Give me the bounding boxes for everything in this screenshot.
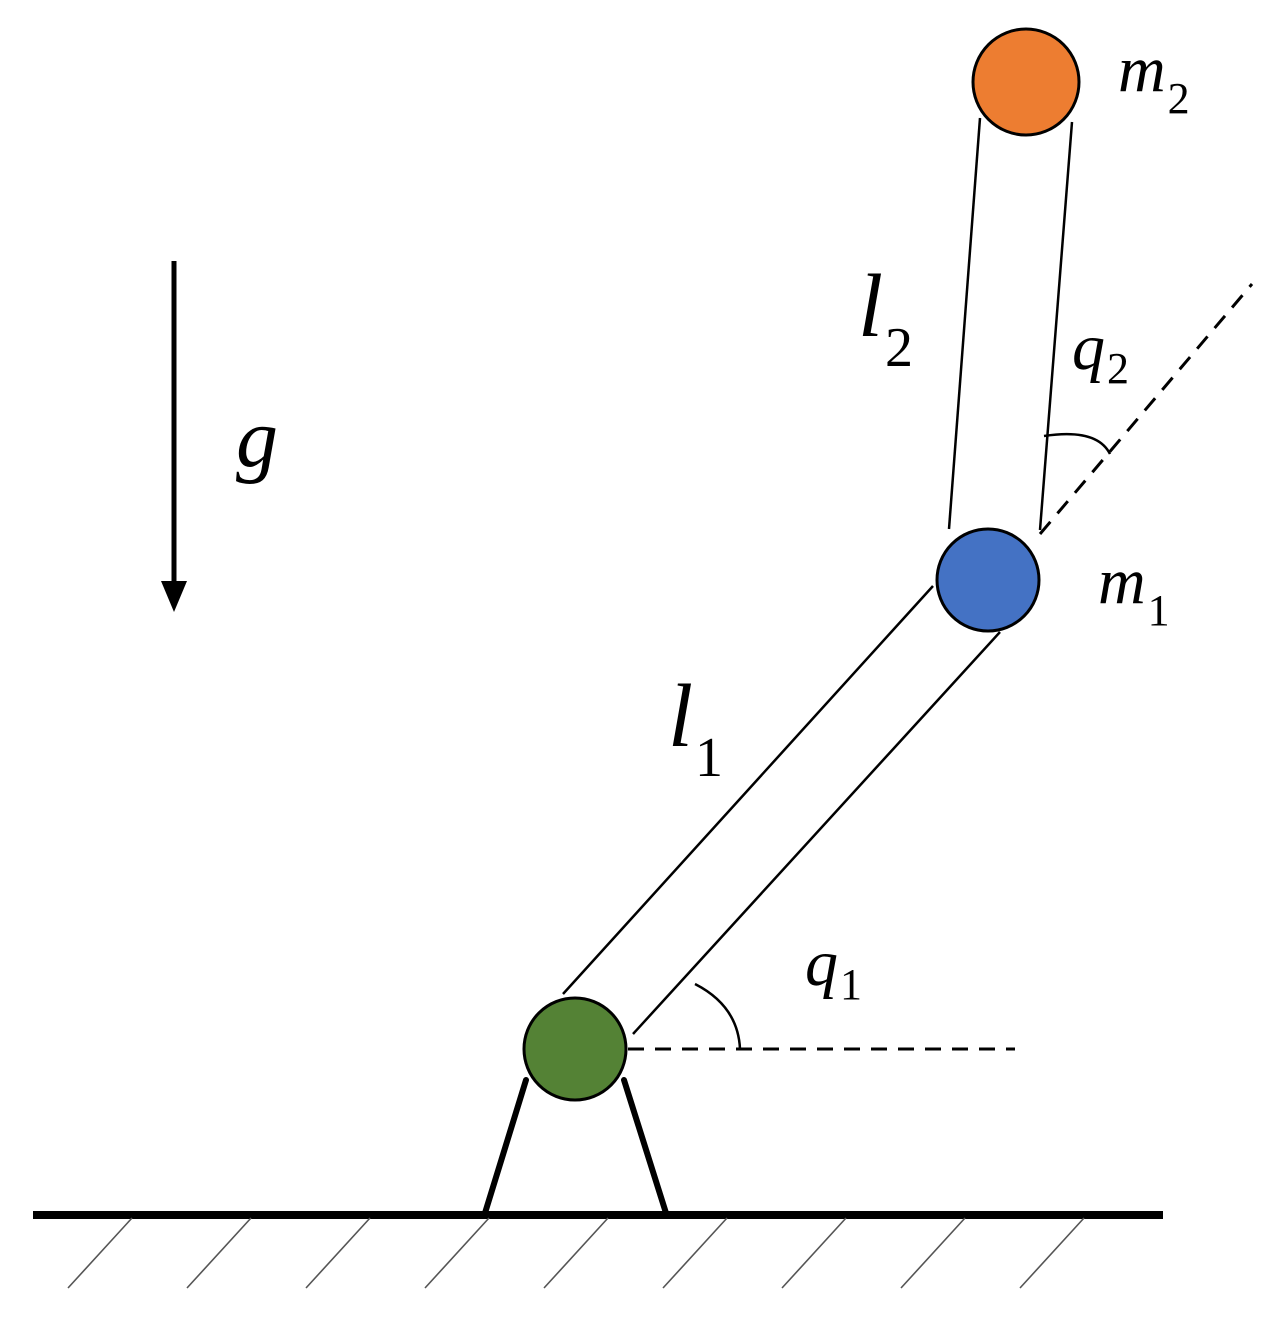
angle1-label: q1 (805, 927, 862, 1009)
stand-leg-right (621, 1077, 669, 1216)
ground-hatching (67, 1217, 1085, 1289)
angle2-arc (1043, 432, 1112, 455)
ground (33, 1211, 1163, 1289)
mass1-bob (935, 527, 1041, 633)
support-stand (482, 1077, 669, 1216)
link1-rod (562, 585, 1001, 1035)
mass2-label: m2 (1118, 33, 1190, 123)
base-joint (522, 996, 628, 1102)
link2-label: l2 (858, 257, 913, 379)
stand-leg-left (482, 1077, 529, 1216)
gravity-arrowhead (161, 581, 187, 612)
link1-extension-line (1038, 283, 1254, 535)
gravity-arrow (161, 261, 187, 612)
mass2-bob (971, 27, 1081, 137)
mass1-label: m1 (1098, 545, 1170, 635)
gravity-label: g (236, 392, 278, 485)
angle1-arc (694, 982, 742, 1050)
angle2-label: q2 (1072, 311, 1129, 393)
link2-rod (947, 117, 1074, 531)
link1-label: l1 (668, 667, 723, 789)
